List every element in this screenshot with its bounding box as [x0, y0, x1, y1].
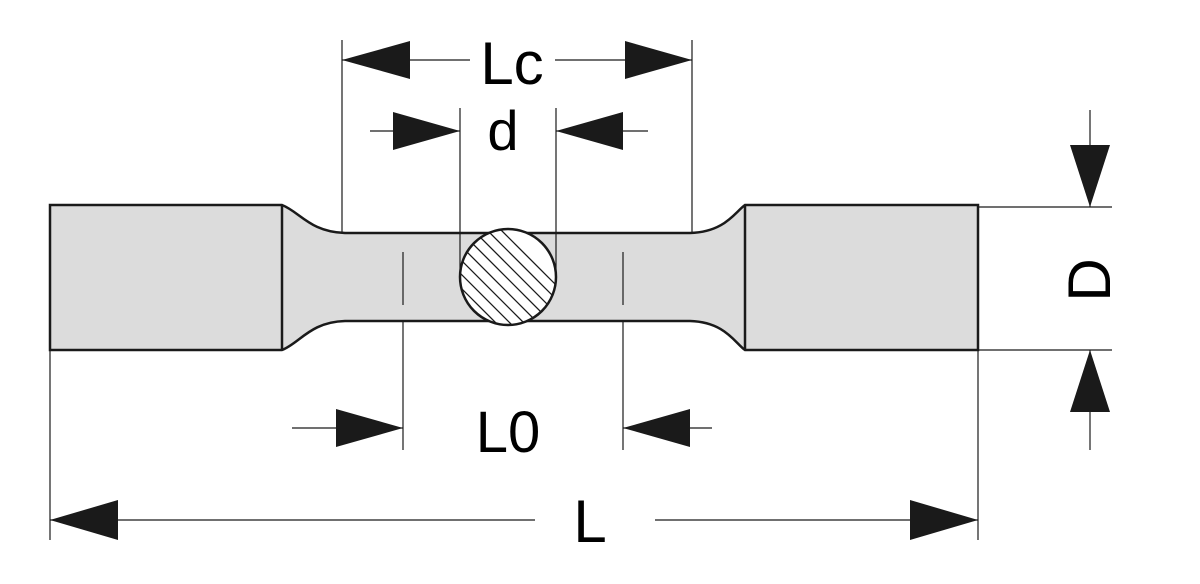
label-D: D [1056, 258, 1123, 301]
arrowhead-lc-right [625, 41, 692, 79]
label-L: L [573, 488, 606, 555]
arrowhead-D-top [1070, 145, 1110, 207]
arrowhead-L0-right [623, 409, 690, 447]
arrowhead-L-left [50, 500, 118, 540]
label-L0: L0 [476, 400, 541, 465]
dimension-L0 [292, 320, 712, 450]
arrowhead-d-right [556, 112, 623, 150]
arrowhead-L0-left [336, 409, 403, 447]
arrowhead-lc-left [342, 41, 410, 79]
cross-section-circle [458, 227, 558, 327]
label-d: d [487, 99, 518, 162]
dimension-d [370, 108, 648, 277]
arrowhead-L-right [910, 500, 978, 540]
arrowhead-d-left [393, 112, 460, 150]
dimension-D [978, 110, 1112, 450]
dimension-Lc [341, 40, 693, 233]
label-Lc: Lc [480, 30, 543, 97]
arrowhead-D-bottom [1070, 350, 1110, 412]
dimension-L [49, 350, 979, 540]
